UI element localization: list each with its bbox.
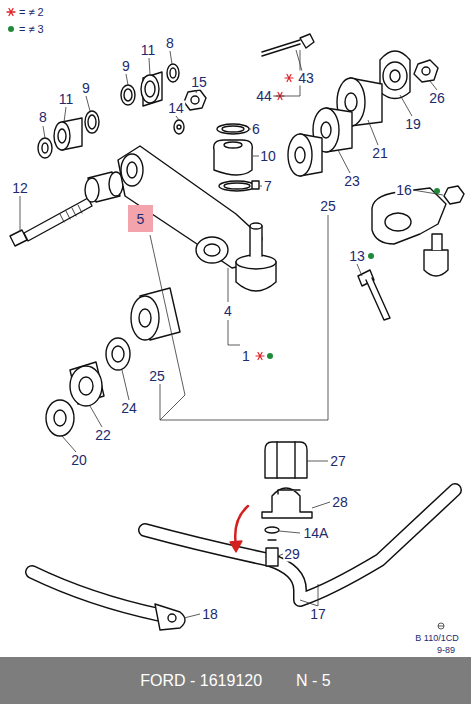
callout-number: 15 xyxy=(190,75,208,90)
callout-number: B 110/1CD xyxy=(414,633,459,643)
callout-number: 44 xyxy=(255,89,273,104)
callout-number: 7 xyxy=(263,179,273,194)
callout-number: 17 xyxy=(309,607,327,622)
callout-number: 23 xyxy=(343,174,361,189)
callout-number: 16 xyxy=(395,183,413,198)
callout-number: 12 xyxy=(11,181,29,196)
footer-band: FORD - 1619120 N - 5 xyxy=(0,657,471,704)
callout-number: 13 xyxy=(348,249,366,264)
callout-number: 5 xyxy=(137,211,145,227)
callout-number: 9-89 xyxy=(436,645,456,655)
legend-text: = ≠ 2 xyxy=(19,6,44,18)
callout-number: 29 xyxy=(283,547,301,562)
legend-symbols xyxy=(7,9,15,33)
callout-number: 10 xyxy=(259,149,277,164)
highlight-box: 5 xyxy=(128,205,153,232)
callout-number: 9 xyxy=(121,59,131,74)
callout-number: 25 xyxy=(319,199,337,214)
footer-text: N - 5 xyxy=(296,672,331,690)
footer-text: FORD - 1619120 xyxy=(140,672,262,690)
callout-number: 27 xyxy=(329,454,347,469)
legend-text: = ≠ 3 xyxy=(19,23,44,35)
callout-number: 28 xyxy=(331,495,349,510)
callout-number: 25 xyxy=(148,369,166,384)
callout-number: 11 xyxy=(58,92,75,107)
callout-number: 8 xyxy=(38,110,48,125)
callout-number: 20 xyxy=(70,453,88,468)
callout-number: 8 xyxy=(165,36,175,51)
callout-number: 18 xyxy=(201,607,219,622)
callout-number: 1 xyxy=(241,349,251,364)
callout-number: 6 xyxy=(251,122,261,137)
callout-number: 22 xyxy=(94,428,112,443)
callout-number: 26 xyxy=(428,91,446,106)
callout-number: 9 xyxy=(81,81,91,96)
callout-number: 21 xyxy=(371,146,389,161)
callout-number: 19 xyxy=(404,117,422,132)
callout-number: 14 xyxy=(167,101,185,116)
callout-number: 43 xyxy=(297,71,315,86)
callout-number: 11 xyxy=(140,43,157,58)
leader-lines xyxy=(20,50,444,629)
callout-number: 24 xyxy=(120,401,138,416)
callout-number: 14A xyxy=(303,526,330,541)
callout-number: 4 xyxy=(223,304,233,319)
